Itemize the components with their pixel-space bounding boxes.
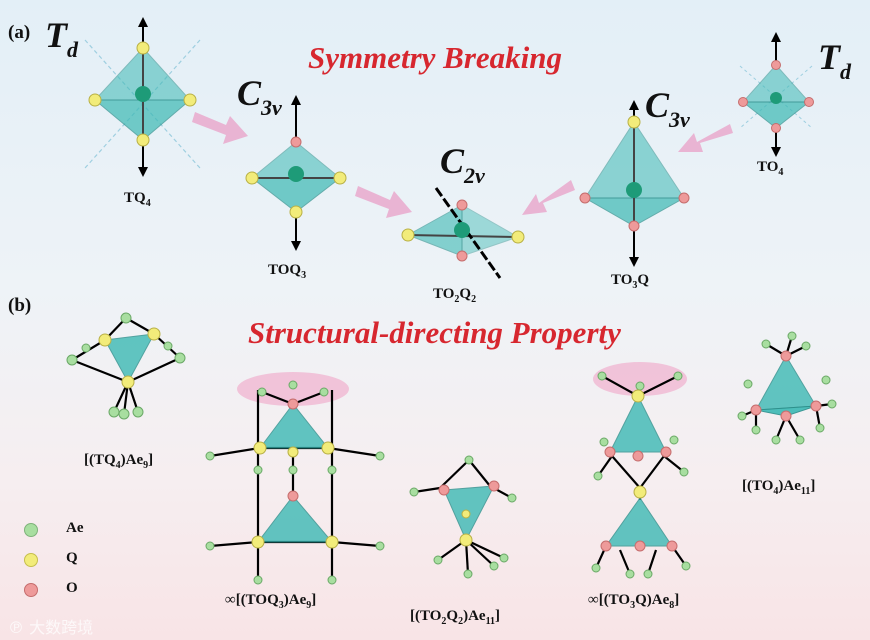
molecule-toq3 bbox=[245, 95, 347, 251]
pink-arrows bbox=[192, 112, 733, 218]
c2v-label: C2v bbox=[440, 141, 485, 188]
formula-toq3: TOQ3 bbox=[268, 262, 307, 281]
pink-arrow-2 bbox=[355, 186, 412, 218]
ae-dot-icon bbox=[24, 523, 38, 537]
structural-directing-title: Structural-directing Property bbox=[248, 315, 621, 350]
pink-arrow-4 bbox=[678, 124, 733, 152]
formula-to2q2: TO2Q2 bbox=[433, 286, 477, 305]
formula-to3qae8: ∞[(TO3Q)Ae8] bbox=[588, 592, 680, 611]
formula-to4ae11: [(TO4)Ae11] bbox=[742, 478, 816, 497]
formula-tq4ae9: [(TQ4)Ae9] bbox=[84, 452, 154, 471]
o-dot-icon bbox=[24, 583, 38, 597]
c3v-label-right: C3v bbox=[645, 85, 690, 132]
structure-toq3ae9 bbox=[205, 380, 385, 585]
symmetry-breaking-title: Symmetry Breaking bbox=[308, 40, 563, 75]
molecule-to2q2 bbox=[401, 187, 525, 279]
panel-a-label: (a) bbox=[8, 22, 31, 43]
structure-to4ae11 bbox=[737, 331, 837, 445]
molecule-to3q bbox=[579, 100, 690, 267]
formula-toq3ae9: ∞[(TOQ3)Ae9] bbox=[225, 592, 317, 611]
molecule-to4 bbox=[738, 32, 814, 157]
panel-b-label: (b) bbox=[8, 295, 32, 316]
q-dot-icon bbox=[24, 553, 38, 567]
highlight-ellipse-right bbox=[593, 362, 687, 396]
structure-to3qae8 bbox=[591, 371, 691, 579]
pink-arrow-1 bbox=[192, 112, 248, 144]
formula-to3q: TO3Q bbox=[611, 272, 650, 291]
legend: Ae Q O bbox=[24, 520, 104, 610]
formula-tq4: TQ4 bbox=[124, 190, 151, 209]
formula-to4: TO4 bbox=[757, 159, 784, 178]
td-label-right: Td bbox=[818, 37, 851, 84]
pink-arrow-3 bbox=[522, 180, 575, 215]
watermark-logo: ℗ 大数跨境 bbox=[8, 618, 94, 637]
formula-to2q2ae11: [(TO2Q2)Ae11] bbox=[410, 608, 501, 627]
c3v-label-left: C3v bbox=[237, 73, 282, 120]
structure-to2q2ae11 bbox=[409, 455, 517, 579]
td-label-left: Td bbox=[45, 15, 78, 62]
molecule-tq4 bbox=[84, 17, 201, 177]
structure-tq4ae9 bbox=[66, 312, 186, 420]
